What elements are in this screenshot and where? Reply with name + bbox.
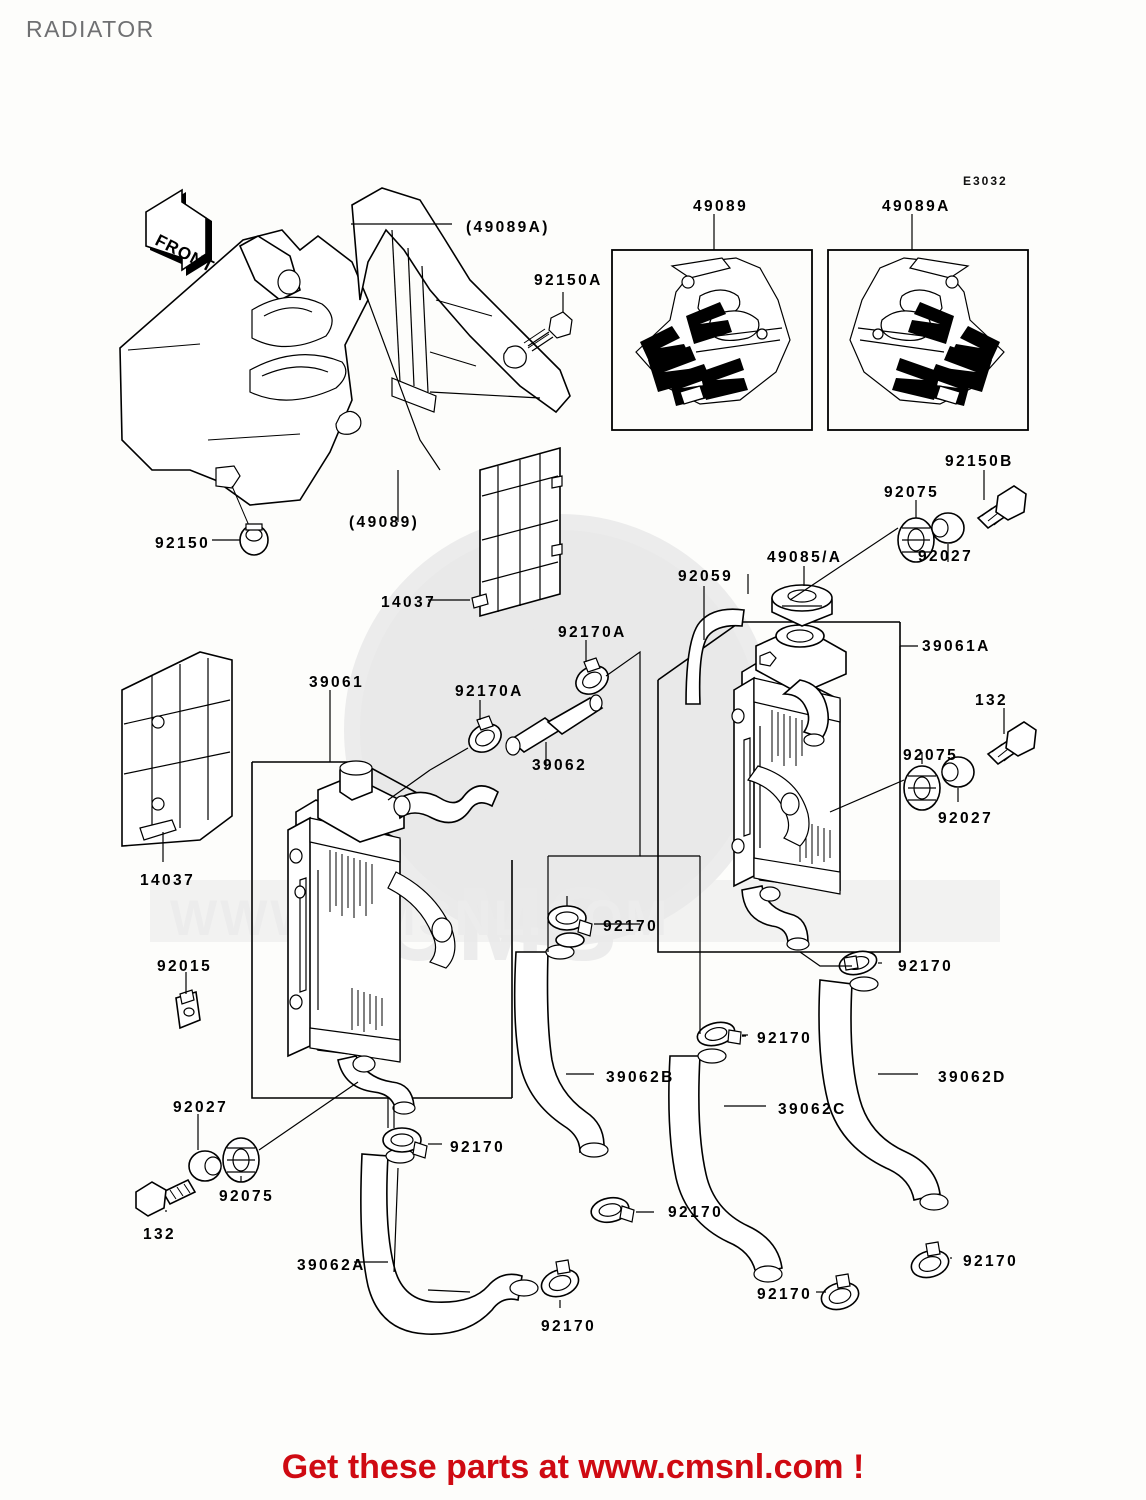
callout-92170-39062c-low: 92170 — [757, 1286, 813, 1303]
hardware-left-group — [135, 1137, 260, 1217]
clamp-92170-39062a-bottom-part — [540, 1259, 580, 1298]
collar-92027-left-part — [188, 1150, 222, 1182]
guide-39062d-top — [799, 951, 852, 967]
callout-49089-paren: (49089) — [349, 514, 420, 531]
callout-92059: 92059 — [678, 568, 734, 585]
callout-49089a-paren: (49089A) — [466, 219, 550, 236]
page-title: RADIATOR — [26, 16, 155, 42]
callout-92170-left-upper: 92170 — [450, 1139, 506, 1156]
callout-92150a: 92150A — [534, 272, 603, 289]
callout-92170-39062a-low: 92170 — [541, 1318, 597, 1335]
callout-49085a: 49085/A — [767, 549, 843, 566]
callout-39062b: 39062B — [606, 1069, 675, 1086]
grommet-92075-right-part — [903, 765, 941, 811]
callout-39062: 39062 — [532, 757, 588, 774]
callout-92150b: 92150B — [945, 453, 1014, 470]
inset-box-49089 — [611, 249, 813, 431]
callout-39061: 39061 — [309, 674, 365, 691]
grommet-92150-part — [239, 523, 269, 556]
inset-box-49089a — [827, 249, 1029, 431]
clamp-92170-39062c-bottom-part — [820, 1273, 860, 1311]
leader-hardware-left-to-radiator — [258, 1081, 359, 1151]
callout-39061a: 39061A — [922, 638, 991, 655]
callout-92015: 92015 — [157, 958, 213, 975]
callout-92170-mid: 92170 — [757, 1030, 813, 1047]
callout-92170a-upper: 92170A — [558, 624, 627, 641]
leader-39061a — [899, 645, 918, 760]
clamp-92170-39062b-bottom-part — [590, 1196, 635, 1224]
bolt-132-left-part — [135, 1178, 197, 1217]
callout-132-left: 132 — [143, 1226, 177, 1243]
grommet-92075-upper-part — [897, 517, 935, 563]
radiator-guard-14037-lower — [121, 651, 233, 847]
clamp-92170-39062d-bottom-part — [910, 1241, 950, 1279]
callout-14037-upper: 14037 — [381, 594, 437, 611]
callout-92075-left: 92075 — [219, 1188, 275, 1205]
clamp-92170a-upper-part — [575, 657, 609, 695]
radiator-39061a-assembly — [657, 621, 901, 953]
radiator-guard-14037-upper — [471, 446, 563, 618]
callout-132-right: 132 — [975, 692, 1009, 709]
leader-hardware-right-to-radiator — [829, 779, 905, 813]
bolt-132-right-part — [986, 721, 1037, 766]
footer-promo-text: Get these parts at www.cmsnl.com ! — [281, 1448, 865, 1486]
clamp-92170a-lower-part — [468, 715, 502, 753]
clamp-92170-39062c-top-part — [696, 1021, 742, 1047]
guide-39062-right — [548, 650, 641, 857]
radiator-shroud-left-illustration — [119, 187, 571, 529]
hose-39062d-part — [818, 976, 949, 1211]
callout-92027-right: 92027 — [938, 810, 994, 827]
clamp-92170-39062a-top-part — [382, 1127, 428, 1159]
callout-92170-center: 92170 — [603, 918, 659, 935]
hardware-upper-right-group — [897, 485, 1027, 563]
callout-39062d: 39062D — [938, 1069, 1007, 1086]
callout-92170-right-low: 92170 — [963, 1253, 1019, 1270]
hose-39062c-part — [668, 1048, 783, 1283]
callout-92150: 92150 — [155, 535, 211, 552]
callout-39062c: 39062C — [778, 1101, 847, 1118]
bolt-92150a-part — [523, 311, 573, 352]
callout-92170a-lower: 92170A — [455, 683, 524, 700]
bolt-92150b-part — [976, 485, 1027, 530]
callout-49089a-inset: 49089A — [882, 198, 951, 215]
callout-92170-39062b-low: 92170 — [668, 1204, 724, 1221]
hardware-right-group — [903, 721, 1037, 811]
callout-49089-inset: 49089 — [693, 198, 749, 215]
callout-92027-left: 92027 — [173, 1099, 229, 1116]
callout-14037-lower: 14037 — [140, 872, 196, 889]
callout-92075-right: 92075 — [903, 747, 959, 764]
radiator-39061-assembly — [251, 760, 513, 1115]
guide-39062-left — [429, 747, 469, 771]
callout-92027-upper: 92027 — [918, 548, 974, 565]
collar-92027-upper-part — [931, 512, 965, 544]
hose-39062-part — [505, 694, 604, 756]
grommet-92075-left-part — [222, 1137, 260, 1183]
hose-39062a-part — [360, 1148, 539, 1335]
hose-39062b-part — [513, 944, 609, 1158]
leader-hardware-to-radiator — [789, 527, 899, 601]
callout-39062a: 39062A — [297, 1257, 366, 1274]
collar-92027-right-part — [941, 756, 975, 788]
clamp-92170-center-part — [555, 932, 585, 948]
diagram-reference-code: E3032 — [963, 174, 1008, 188]
guide-39062-left2 — [387, 769, 431, 801]
radiator-cap-49085a-part — [771, 584, 833, 627]
front-direction-badge: FRONT — [145, 188, 217, 276]
clip-92015-part — [175, 989, 201, 1030]
callout-92075-upper: 92075 — [884, 484, 940, 501]
callout-92170-right-top: 92170 — [898, 958, 954, 975]
breather-hose-92059-part — [685, 608, 745, 705]
